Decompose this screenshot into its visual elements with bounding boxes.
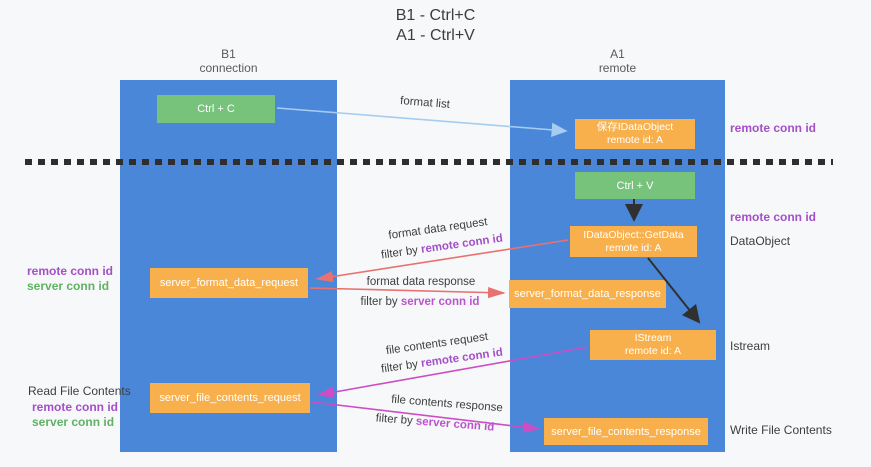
filter-key-server-conn-id: server conn id bbox=[415, 415, 495, 434]
istream-line1: IStream bbox=[634, 332, 672, 344]
dashed-divider-line bbox=[25, 159, 833, 165]
server-conn-id-label-left-file: server conn id bbox=[32, 415, 115, 429]
file-response-label: server_file_contents_response bbox=[551, 425, 701, 438]
format-list-label: format list bbox=[399, 95, 451, 111]
write-file-contents-label: Write File Contents bbox=[730, 423, 832, 437]
istream-line2: remote id: A bbox=[624, 345, 682, 357]
server-format-data-request-box: server_format_data_request bbox=[150, 268, 308, 298]
file-contents-response-label: file contents response bbox=[390, 393, 504, 415]
remote-conn-id-label-mid-right: remote conn id bbox=[730, 210, 817, 224]
server-conn-id-label-left-format: server conn id bbox=[27, 279, 110, 293]
ctrl-v-action-box: Ctrl + V bbox=[575, 172, 695, 199]
format-response-label: server_format_data_response bbox=[514, 288, 661, 300]
filter-prefix: filter by bbox=[380, 243, 422, 262]
server-file-contents-request-box: server_file_contents_request bbox=[150, 383, 310, 413]
read-file-contents-label: Read File Contents bbox=[28, 384, 131, 398]
ctrl-c-label: Ctrl + C bbox=[197, 103, 235, 115]
server-format-data-response-box: server_format_data_response bbox=[509, 280, 666, 308]
lifeline-name: B1 bbox=[221, 47, 236, 61]
remote-conn-id-label-top-right: remote conn id bbox=[730, 121, 817, 135]
getdata-line2: remote id: A bbox=[605, 241, 662, 254]
diagram-title: B1 - Ctrl+C A1 - Ctrl+V bbox=[0, 6, 871, 46]
save-idataobject-line1: 保存IDataObject bbox=[596, 121, 674, 133]
server-file-contents-response-box: server_file_contents_response bbox=[544, 418, 708, 445]
filter-prefix: filter by bbox=[360, 296, 401, 308]
remote-conn-id-label-left-format: remote conn id bbox=[27, 264, 114, 278]
filter-prefix: filter by bbox=[375, 412, 417, 428]
ctrl-c-action-box: Ctrl + C bbox=[157, 95, 275, 123]
save-idataobject-line2: remote id: A bbox=[606, 134, 664, 146]
format-data-response-filter-label: filter by server conn id bbox=[350, 296, 490, 308]
lifeline-role: remote bbox=[598, 61, 637, 75]
title-line-2: A1 - Ctrl+V bbox=[396, 27, 475, 44]
format-data-response-arrow bbox=[309, 286, 506, 299]
lifeline-header-b1: B1 connection bbox=[120, 47, 337, 75]
lifeline-header-a1: A1 remote bbox=[510, 47, 725, 75]
lifeline-name: A1 bbox=[610, 47, 625, 61]
format-request-label: server_format_data_request bbox=[159, 277, 299, 289]
save-idataobject-box: 保存IDataObject remote id: A bbox=[575, 119, 695, 149]
dataobject-label: DataObject bbox=[730, 234, 791, 248]
getdata-line1: IDataObject::GetData bbox=[583, 228, 684, 241]
lifeline-role: connection bbox=[199, 61, 258, 75]
format-data-response-label: format data response bbox=[366, 276, 476, 288]
idataobject-getdata-box: IDataObject::GetData remote id: A bbox=[570, 226, 697, 257]
filter-key-server-conn-id: server conn id bbox=[400, 296, 480, 308]
istream-side-label: Istream bbox=[730, 339, 771, 353]
istream-box: IStream remote id: A bbox=[590, 330, 716, 360]
ctrl-v-label: Ctrl + V bbox=[616, 179, 654, 192]
filter-key-remote-conn-id: remote conn id bbox=[420, 232, 504, 256]
file-request-label: server_file_contents_request bbox=[159, 392, 301, 404]
filter-prefix: filter by bbox=[380, 357, 422, 376]
remote-conn-id-label-left-file: remote conn id bbox=[32, 400, 119, 414]
title-line-1: B1 - Ctrl+C bbox=[395, 7, 476, 24]
file-contents-response-filter-label: filter by server conn id bbox=[355, 411, 515, 436]
